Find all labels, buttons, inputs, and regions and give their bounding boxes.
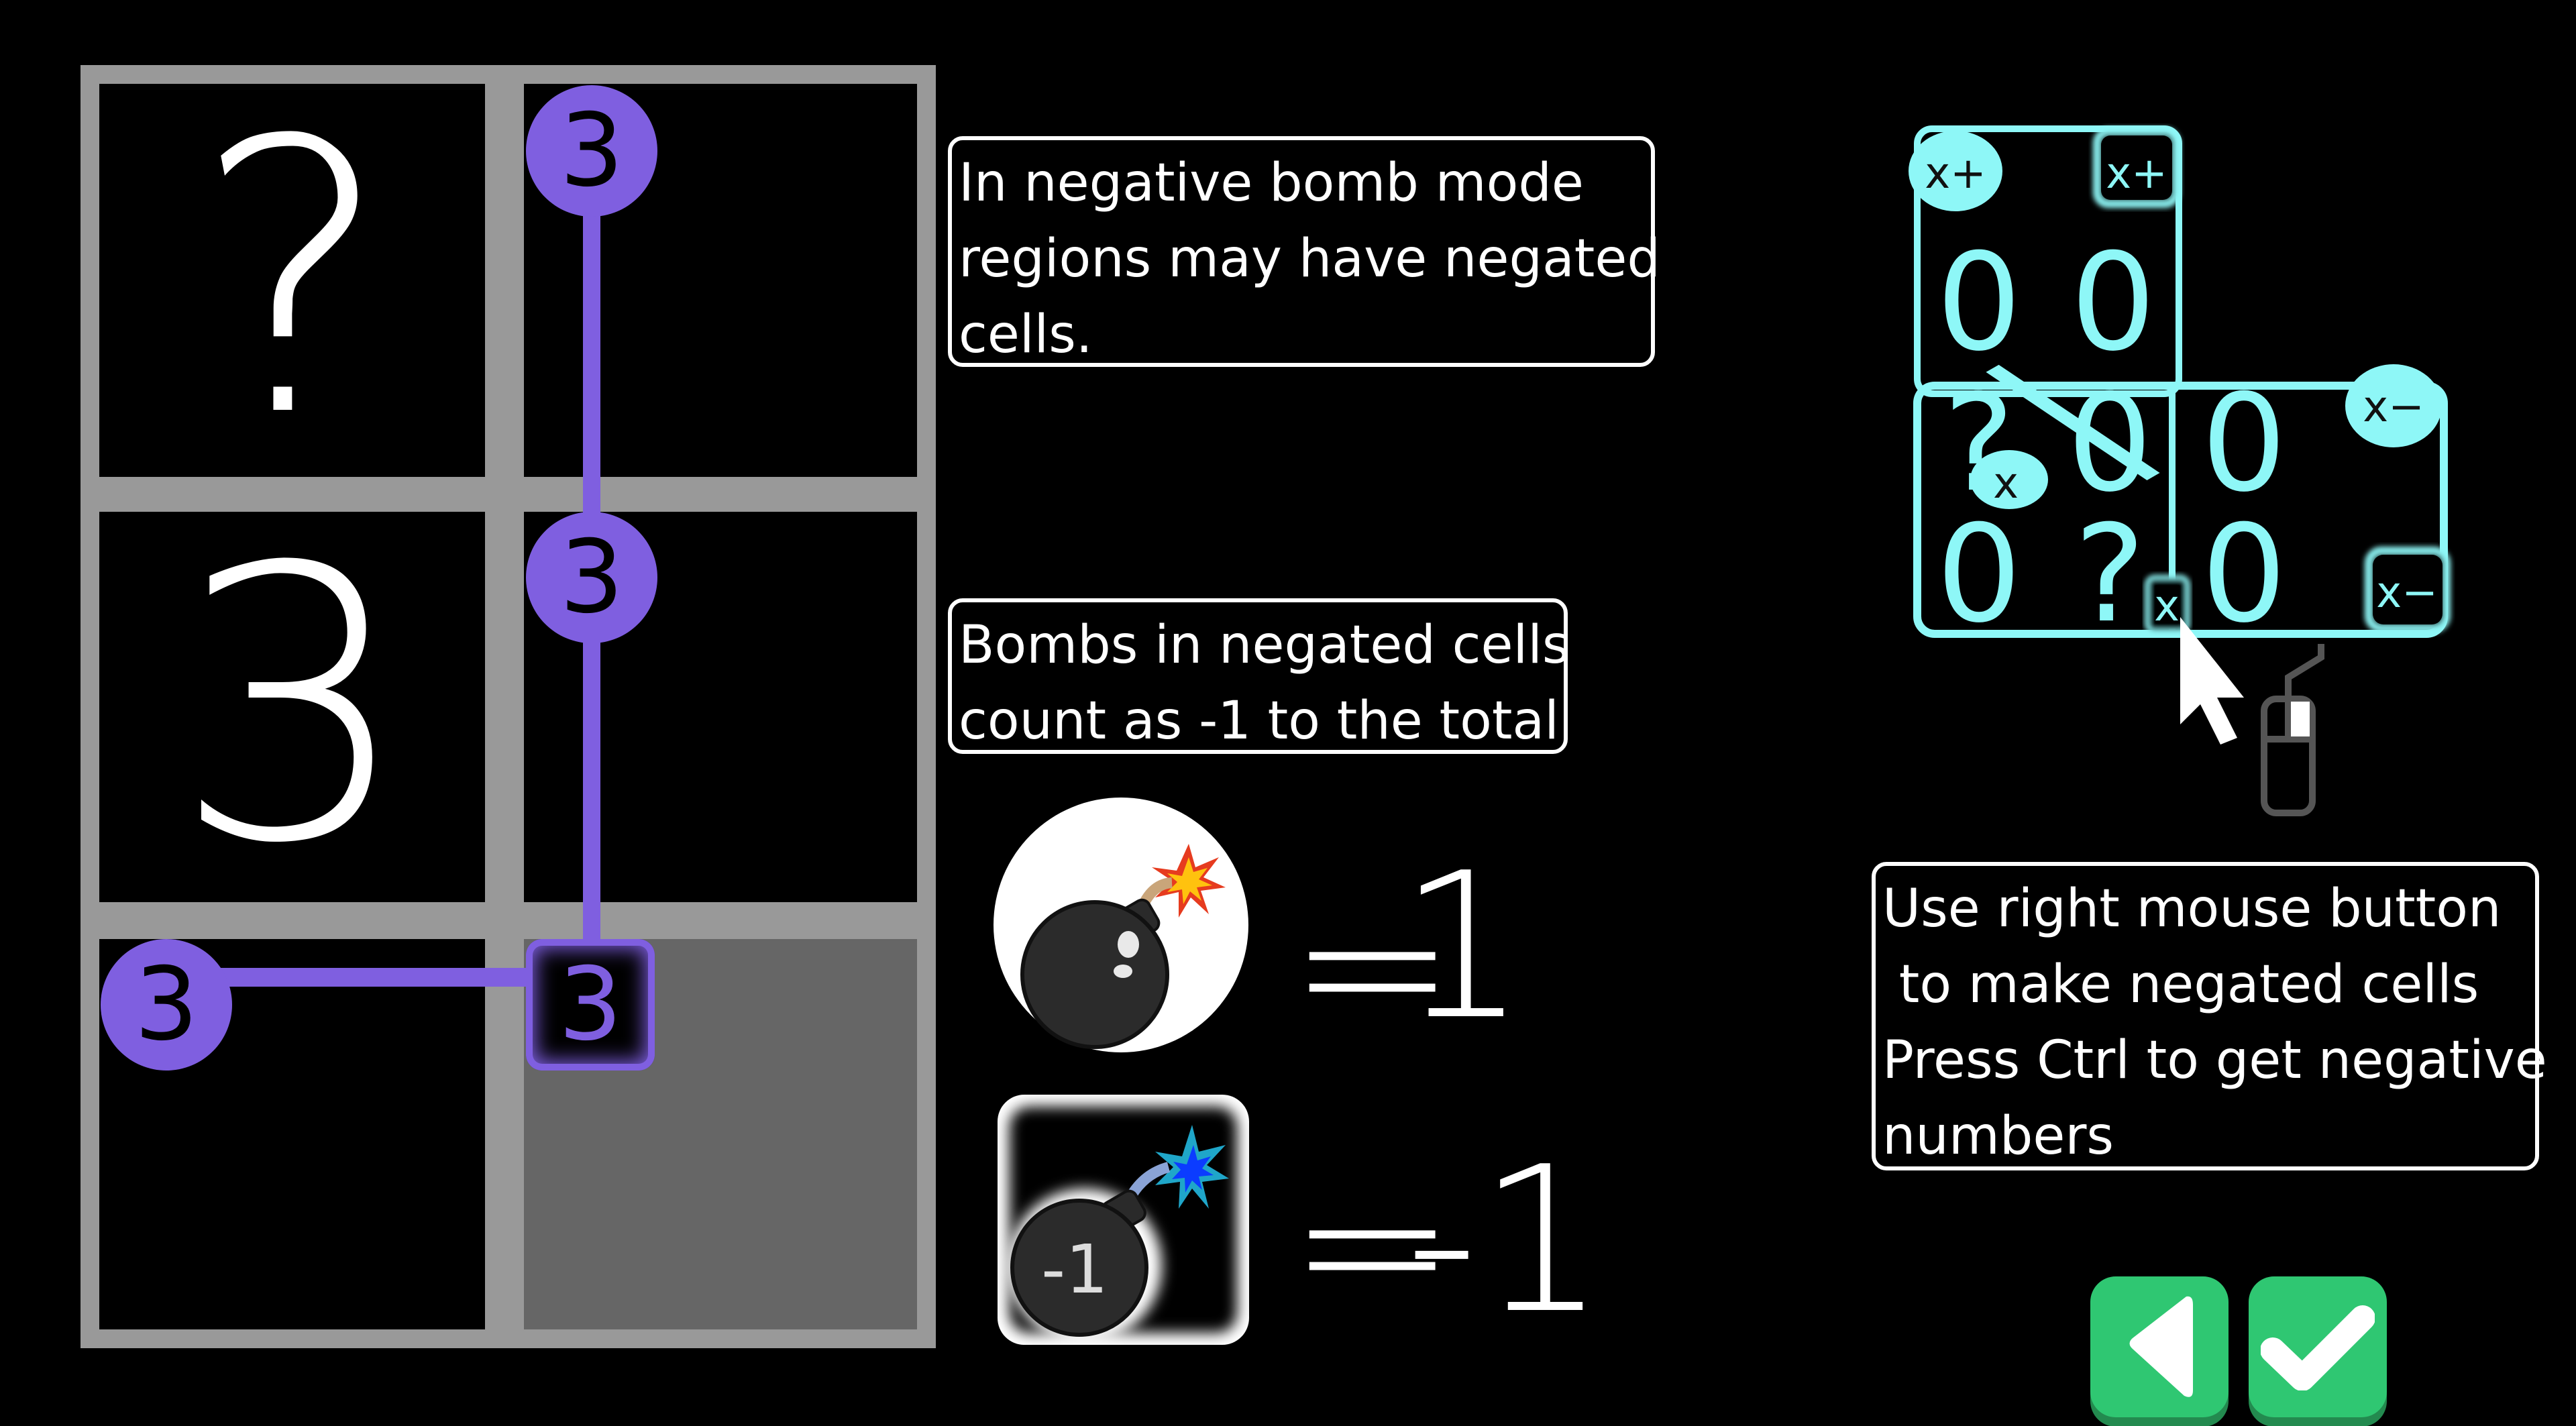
normal-bomb-value: 1 bbox=[1399, 830, 1527, 1064]
negated-bomb-value: -1 bbox=[1405, 1123, 1607, 1358]
confirm-button[interactable] bbox=[2249, 1276, 2387, 1417]
region-node-label: 3 bbox=[559, 519, 624, 636]
region-node-label: 3 bbox=[558, 946, 623, 1063]
cell-value: ? bbox=[192, 62, 392, 499]
info-box-bomb-count: Bombs in negated cells count as -1 to th… bbox=[948, 598, 1570, 754]
region-label-bottom-top: x− bbox=[2363, 382, 2424, 432]
diagram-cell: 0 bbox=[1936, 225, 2021, 381]
puzzle-grid: ? 3 3 3 3 3 bbox=[80, 65, 936, 1348]
region-node[interactable]: 3 bbox=[526, 512, 657, 643]
region-node[interactable]: 3 bbox=[101, 939, 232, 1071]
region-node-negated[interactable]: 3 bbox=[526, 939, 655, 1071]
back-button[interactable] bbox=[2090, 1276, 2229, 1417]
right-click-mouse-icon bbox=[2261, 644, 2324, 816]
diagram-cell: 0 bbox=[1936, 496, 2021, 653]
negated-bomb-badge: -1 bbox=[1041, 1230, 1108, 1309]
link-label-end: x bbox=[2154, 582, 2180, 631]
region-node-label: 3 bbox=[559, 93, 624, 209]
grid-cell-r2c1[interactable]: 3 bbox=[99, 512, 485, 902]
grid-cell-r1c1[interactable]: ? bbox=[99, 84, 485, 477]
top-region-outline bbox=[1914, 125, 2182, 397]
region-label-top-right: x+ bbox=[2106, 149, 2167, 199]
back-triangle-icon bbox=[2129, 1296, 2193, 1397]
cell-value: 3 bbox=[172, 488, 412, 926]
diagram-cell: ? bbox=[2074, 496, 2145, 653]
example-diagram: x+ x+ 0 0 ? 0 0 0 ? 0 x− x− x x bbox=[1905, 121, 2455, 852]
diagram-cell: 0 bbox=[2070, 225, 2155, 381]
diagram-cell: 0 bbox=[2201, 496, 2286, 653]
diagram-cell: 0 bbox=[2201, 366, 2286, 522]
link-connector bbox=[1986, 364, 2160, 480]
equals-sign: = bbox=[1288, 1127, 1457, 1361]
bomb-icon bbox=[993, 797, 1249, 1053]
region-node[interactable]: 3 bbox=[526, 85, 657, 217]
checkmark-icon bbox=[2261, 1305, 2375, 1390]
region-label-top-left: x+ bbox=[1925, 149, 1986, 199]
link-label-start: x bbox=[1993, 459, 2019, 508]
mouse-cursor-icon bbox=[2180, 617, 2244, 745]
info-box-negated-regions: In negative bomb mode regions may have n… bbox=[948, 136, 1660, 367]
info-box-controls: Use right mouse button to make negated c… bbox=[1872, 862, 2547, 1170]
equals-sign: = bbox=[1288, 848, 1457, 1083]
negated-bomb-icon: -1 bbox=[998, 1095, 1249, 1345]
region-node-label: 3 bbox=[134, 946, 199, 1063]
region-label-bottom-bottom: x− bbox=[2376, 568, 2438, 618]
